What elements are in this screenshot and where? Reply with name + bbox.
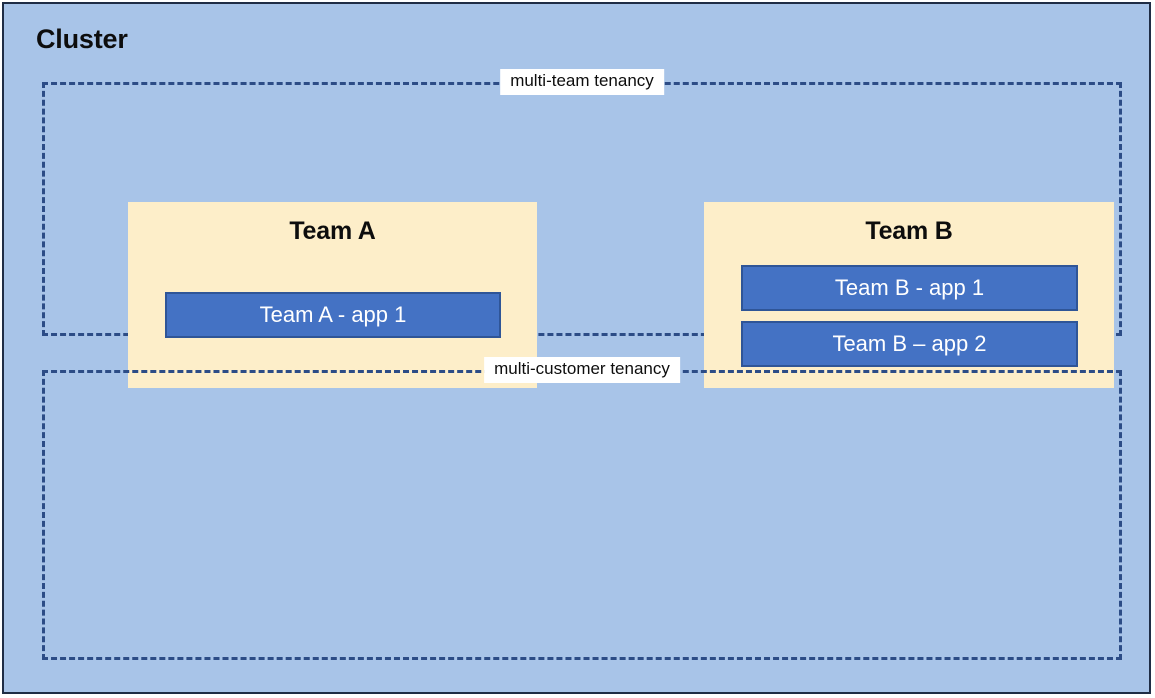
team-title-team-a: Team A — [289, 217, 376, 245]
team-panel-team-b: Team B Team B - app 1 Team B – app 2 — [704, 202, 1114, 388]
app-box-team-b-app-1[interactable]: Team B - app 1 — [741, 265, 1078, 311]
team-panel-team-a: Team A Team A - app 1 — [128, 202, 537, 388]
tenancy-region-multi-team: multi-team tenancy Team A Team A - app 1… — [42, 69, 1122, 388]
cluster-title: Cluster — [36, 24, 128, 54]
app-box-team-b-app-2[interactable]: Team B – app 2 — [741, 321, 1078, 367]
tenancy-label-multi-customer: multi-customer tenancy — [484, 357, 680, 383]
tenancy-label-multi-team: multi-team tenancy — [500, 69, 664, 95]
app-box-team-a-app-1[interactable]: Team A - app 1 — [165, 292, 501, 338]
team-title-team-b: Team B — [865, 217, 953, 245]
tenancy-region-multi-customer: multi-customer tenancy Team C Team C – a… — [42, 357, 1122, 660]
